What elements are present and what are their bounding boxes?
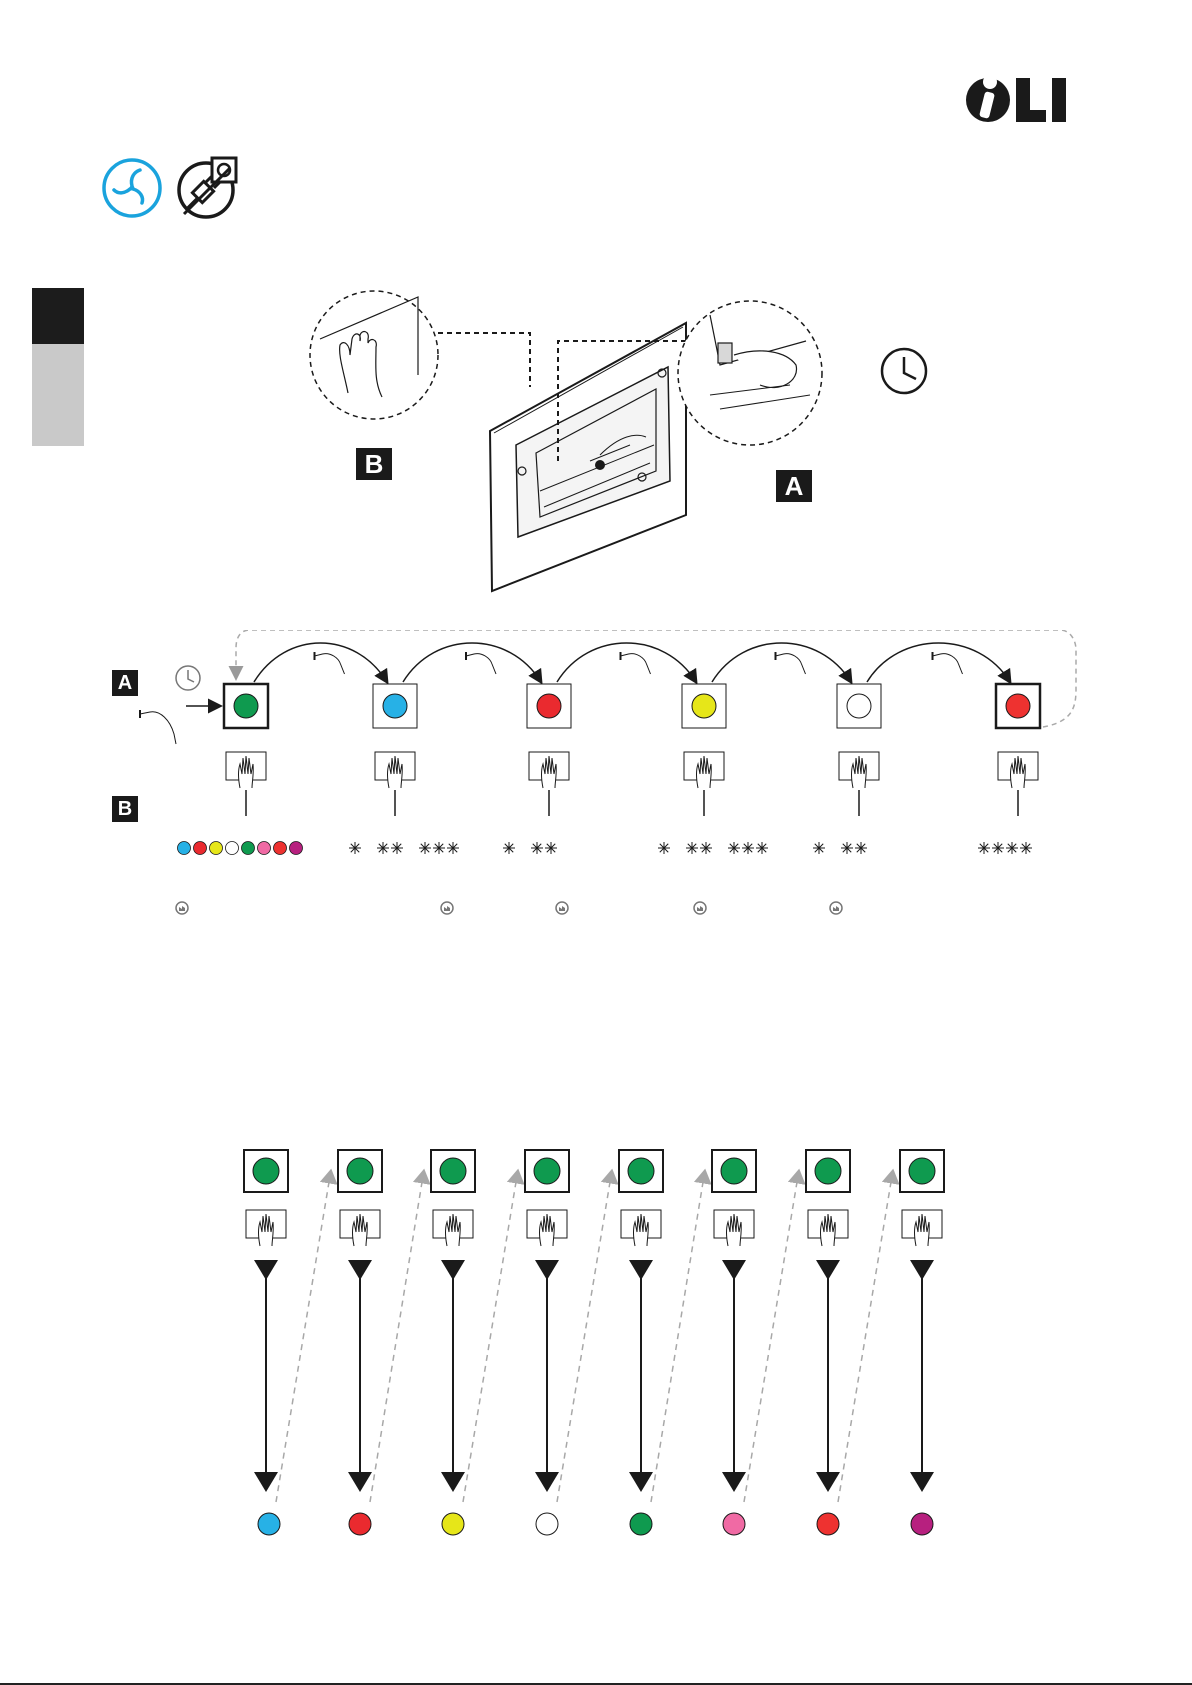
mapping-led — [347, 1158, 373, 1184]
step-led-3 — [537, 694, 561, 718]
palette-dot — [226, 842, 239, 855]
color-sequence-diagram — [0, 630, 1192, 930]
step-arrow — [403, 643, 541, 682]
target-color-dot-5 — [630, 1513, 652, 1535]
hand-press-icon — [839, 752, 879, 788]
blink-flash-icon — [700, 842, 712, 854]
target-color-dot-8 — [911, 1513, 933, 1535]
hand-press-icon — [529, 752, 569, 788]
palette-dot — [258, 842, 271, 855]
target-color-dot-1 — [258, 1513, 280, 1535]
palette-dot — [242, 842, 255, 855]
mapping-led — [534, 1158, 560, 1184]
blink-flash-icon — [1020, 842, 1032, 854]
factory-reset-icon — [176, 902, 188, 914]
finger-tap-icon — [466, 652, 496, 674]
step-led-4 — [692, 694, 716, 718]
hand-press-icon — [808, 1210, 848, 1246]
finger-tap-icon — [933, 652, 963, 674]
blue-fan-icon — [100, 156, 164, 220]
blink-flash-icon — [433, 842, 445, 854]
clock-icon — [882, 349, 926, 393]
section-tab-active — [32, 288, 84, 344]
step-arrow — [712, 643, 851, 682]
step-arrow — [867, 643, 1010, 682]
hand-press-icon — [375, 752, 415, 788]
target-color-dot-7 — [817, 1513, 839, 1535]
color-mapping-diagram — [0, 1140, 1192, 1550]
finger-tap-icon — [621, 652, 651, 674]
callout-b-label: B — [356, 448, 392, 480]
target-color-dot-3 — [442, 1513, 464, 1535]
finger-tap-icon — [776, 652, 806, 674]
blink-flash-icon — [992, 842, 1004, 854]
factory-reset-icon — [694, 902, 706, 914]
palette-dot — [290, 842, 303, 855]
blink-flash-icon — [742, 842, 754, 854]
blink-flash-icon — [419, 842, 431, 854]
target-color-dot-2 — [349, 1513, 371, 1535]
blink-flash-icon — [813, 842, 825, 854]
device-illustration — [290, 285, 930, 595]
hand-press-icon — [226, 752, 266, 788]
mapping-led — [815, 1158, 841, 1184]
blink-flash-icon — [1006, 842, 1018, 854]
step-led-1 — [234, 694, 258, 718]
step-led-2 — [383, 694, 407, 718]
hand-press-icon — [621, 1210, 661, 1246]
palette-dot — [194, 842, 207, 855]
blink-flash-icon — [545, 842, 557, 854]
callout-a-label: A — [776, 470, 812, 502]
blink-flash-icon — [728, 842, 740, 854]
step-led-5 — [847, 694, 871, 718]
mapping-led — [440, 1158, 466, 1184]
blink-flash-icon — [658, 842, 670, 854]
hand-press-icon — [340, 1210, 380, 1246]
blink-flash-icon — [855, 842, 867, 854]
hand-press-icon — [714, 1210, 754, 1246]
oli-logo — [964, 66, 1082, 130]
palette-dot — [274, 842, 287, 855]
blink-flash-icon — [756, 842, 768, 854]
hand-press-icon — [527, 1210, 567, 1246]
hand-press-icon — [998, 752, 1038, 788]
section-tab-inactive — [32, 344, 84, 446]
mapping-led — [253, 1158, 279, 1184]
unplug-power-icon — [176, 156, 240, 220]
finger-tap-icon — [315, 652, 345, 674]
step-led-6 — [1006, 694, 1030, 718]
blink-flash-icon — [391, 842, 403, 854]
mapping-led — [909, 1158, 935, 1184]
target-color-dot-4 — [536, 1513, 558, 1535]
blink-flash-icon — [503, 842, 515, 854]
hand-press-icon — [433, 1210, 473, 1246]
loop-back-arrow — [236, 630, 1076, 727]
blink-flash-icon — [841, 842, 853, 854]
press-hold-hand-icon — [140, 710, 176, 744]
step-arrow — [557, 643, 696, 682]
mapping-led — [721, 1158, 747, 1184]
blink-flash-icon — [978, 842, 990, 854]
palette-dot — [210, 842, 223, 855]
palette-dot — [178, 842, 191, 855]
blink-flash-icon — [447, 842, 459, 854]
factory-reset-icon — [830, 902, 842, 914]
blink-flash-icon — [349, 842, 361, 854]
factory-reset-icon — [556, 902, 568, 914]
factory-reset-icon — [441, 902, 453, 914]
target-color-dot-6 — [723, 1513, 745, 1535]
blink-flash-icon — [377, 842, 389, 854]
mapping-led — [628, 1158, 654, 1184]
blink-flash-icon — [531, 842, 543, 854]
blink-flash-icon — [686, 842, 698, 854]
hand-press-icon — [246, 1210, 286, 1246]
step-arrow — [254, 643, 387, 682]
hand-press-icon — [902, 1210, 942, 1246]
hand-press-icon — [684, 752, 724, 788]
